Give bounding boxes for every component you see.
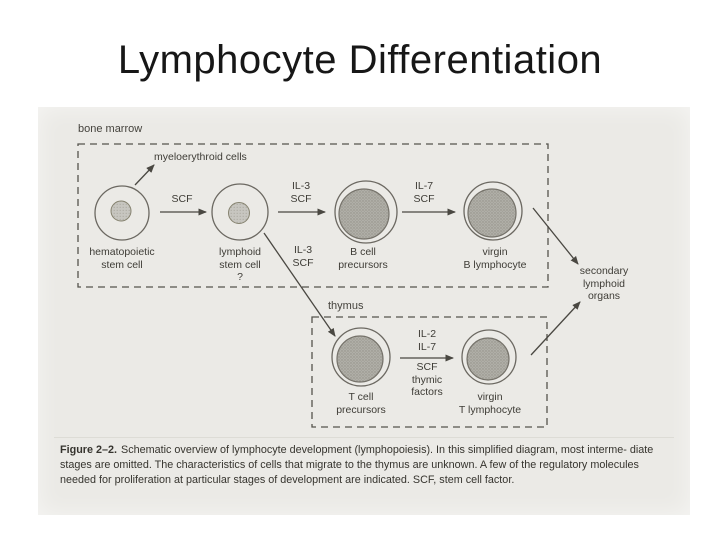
scf-thymic-factors-label: SCF thymic factors xyxy=(411,361,443,398)
virgin-t-lymphocyte-icon xyxy=(461,329,517,385)
lymphopoiesis-diagram xyxy=(77,143,581,428)
il3-scf-diagonal-label: IL-3 SCF xyxy=(292,244,314,269)
t-cell-precursor-icon xyxy=(331,327,391,387)
thymus-label: thymus xyxy=(328,300,364,312)
lymphoid-stem-cell-label: lymphoid stem cell ? xyxy=(218,246,262,283)
lymphoid-stem-cell-icon xyxy=(211,183,269,241)
arrow-t-to-secondary xyxy=(530,301,581,356)
arrow-to-myeloerythroid xyxy=(134,164,155,186)
bone-marrow-box xyxy=(77,143,549,288)
arrow-b-to-secondary xyxy=(532,207,579,265)
thymus-box xyxy=(311,316,548,428)
virgin-b-lymphocyte-label: virgin B lymphocyte xyxy=(463,246,527,271)
b-cell-precursors-label: B cell precursors xyxy=(338,246,388,271)
hematopoietic-stem-cell-label: hematopoietic stem cell xyxy=(89,246,155,271)
figure-caption-number: Figure 2–2. xyxy=(60,444,118,456)
figure-caption-line3: molecules needed for proliferation at pa… xyxy=(60,459,639,486)
il7-scf-label: IL-7 SCF xyxy=(413,180,435,205)
figure-caption-line2: diate stages are omitted. The characteri… xyxy=(60,444,654,471)
t-cell-precursors-label: T cell precursors xyxy=(336,391,386,416)
virgin-t-lymphocyte-label: virgin T lymphocyte xyxy=(458,391,522,416)
scf-label: SCF xyxy=(171,193,193,205)
arrow-to-thymus xyxy=(263,232,336,337)
bone-marrow-label: bone marrow xyxy=(78,123,143,135)
slide-title: Lymphocyte Differentiation xyxy=(117,38,603,82)
figure-scanned-image: bone marrow myeloerythroid cells SCF IL-… xyxy=(38,107,690,515)
figure-caption: Figure 2–2.Schematic overview of lymphoc… xyxy=(60,443,672,488)
caption-divider xyxy=(54,437,674,438)
il2-il7-label: IL-2 IL-7 xyxy=(417,328,437,353)
figure-caption-line1: Schematic overview of lymphocyte develop… xyxy=(121,444,627,456)
il3-scf-label: IL-3 SCF xyxy=(290,180,312,205)
secondary-lymphoid-organs-label: secondary lymphoid organs xyxy=(579,265,629,302)
virgin-b-lymphocyte-icon xyxy=(463,181,523,241)
hematopoietic-stem-cell-icon xyxy=(94,185,150,241)
b-cell-precursor-icon xyxy=(334,180,398,244)
myeloerythroid-cells-label: myeloerythroid cells xyxy=(154,151,247,163)
